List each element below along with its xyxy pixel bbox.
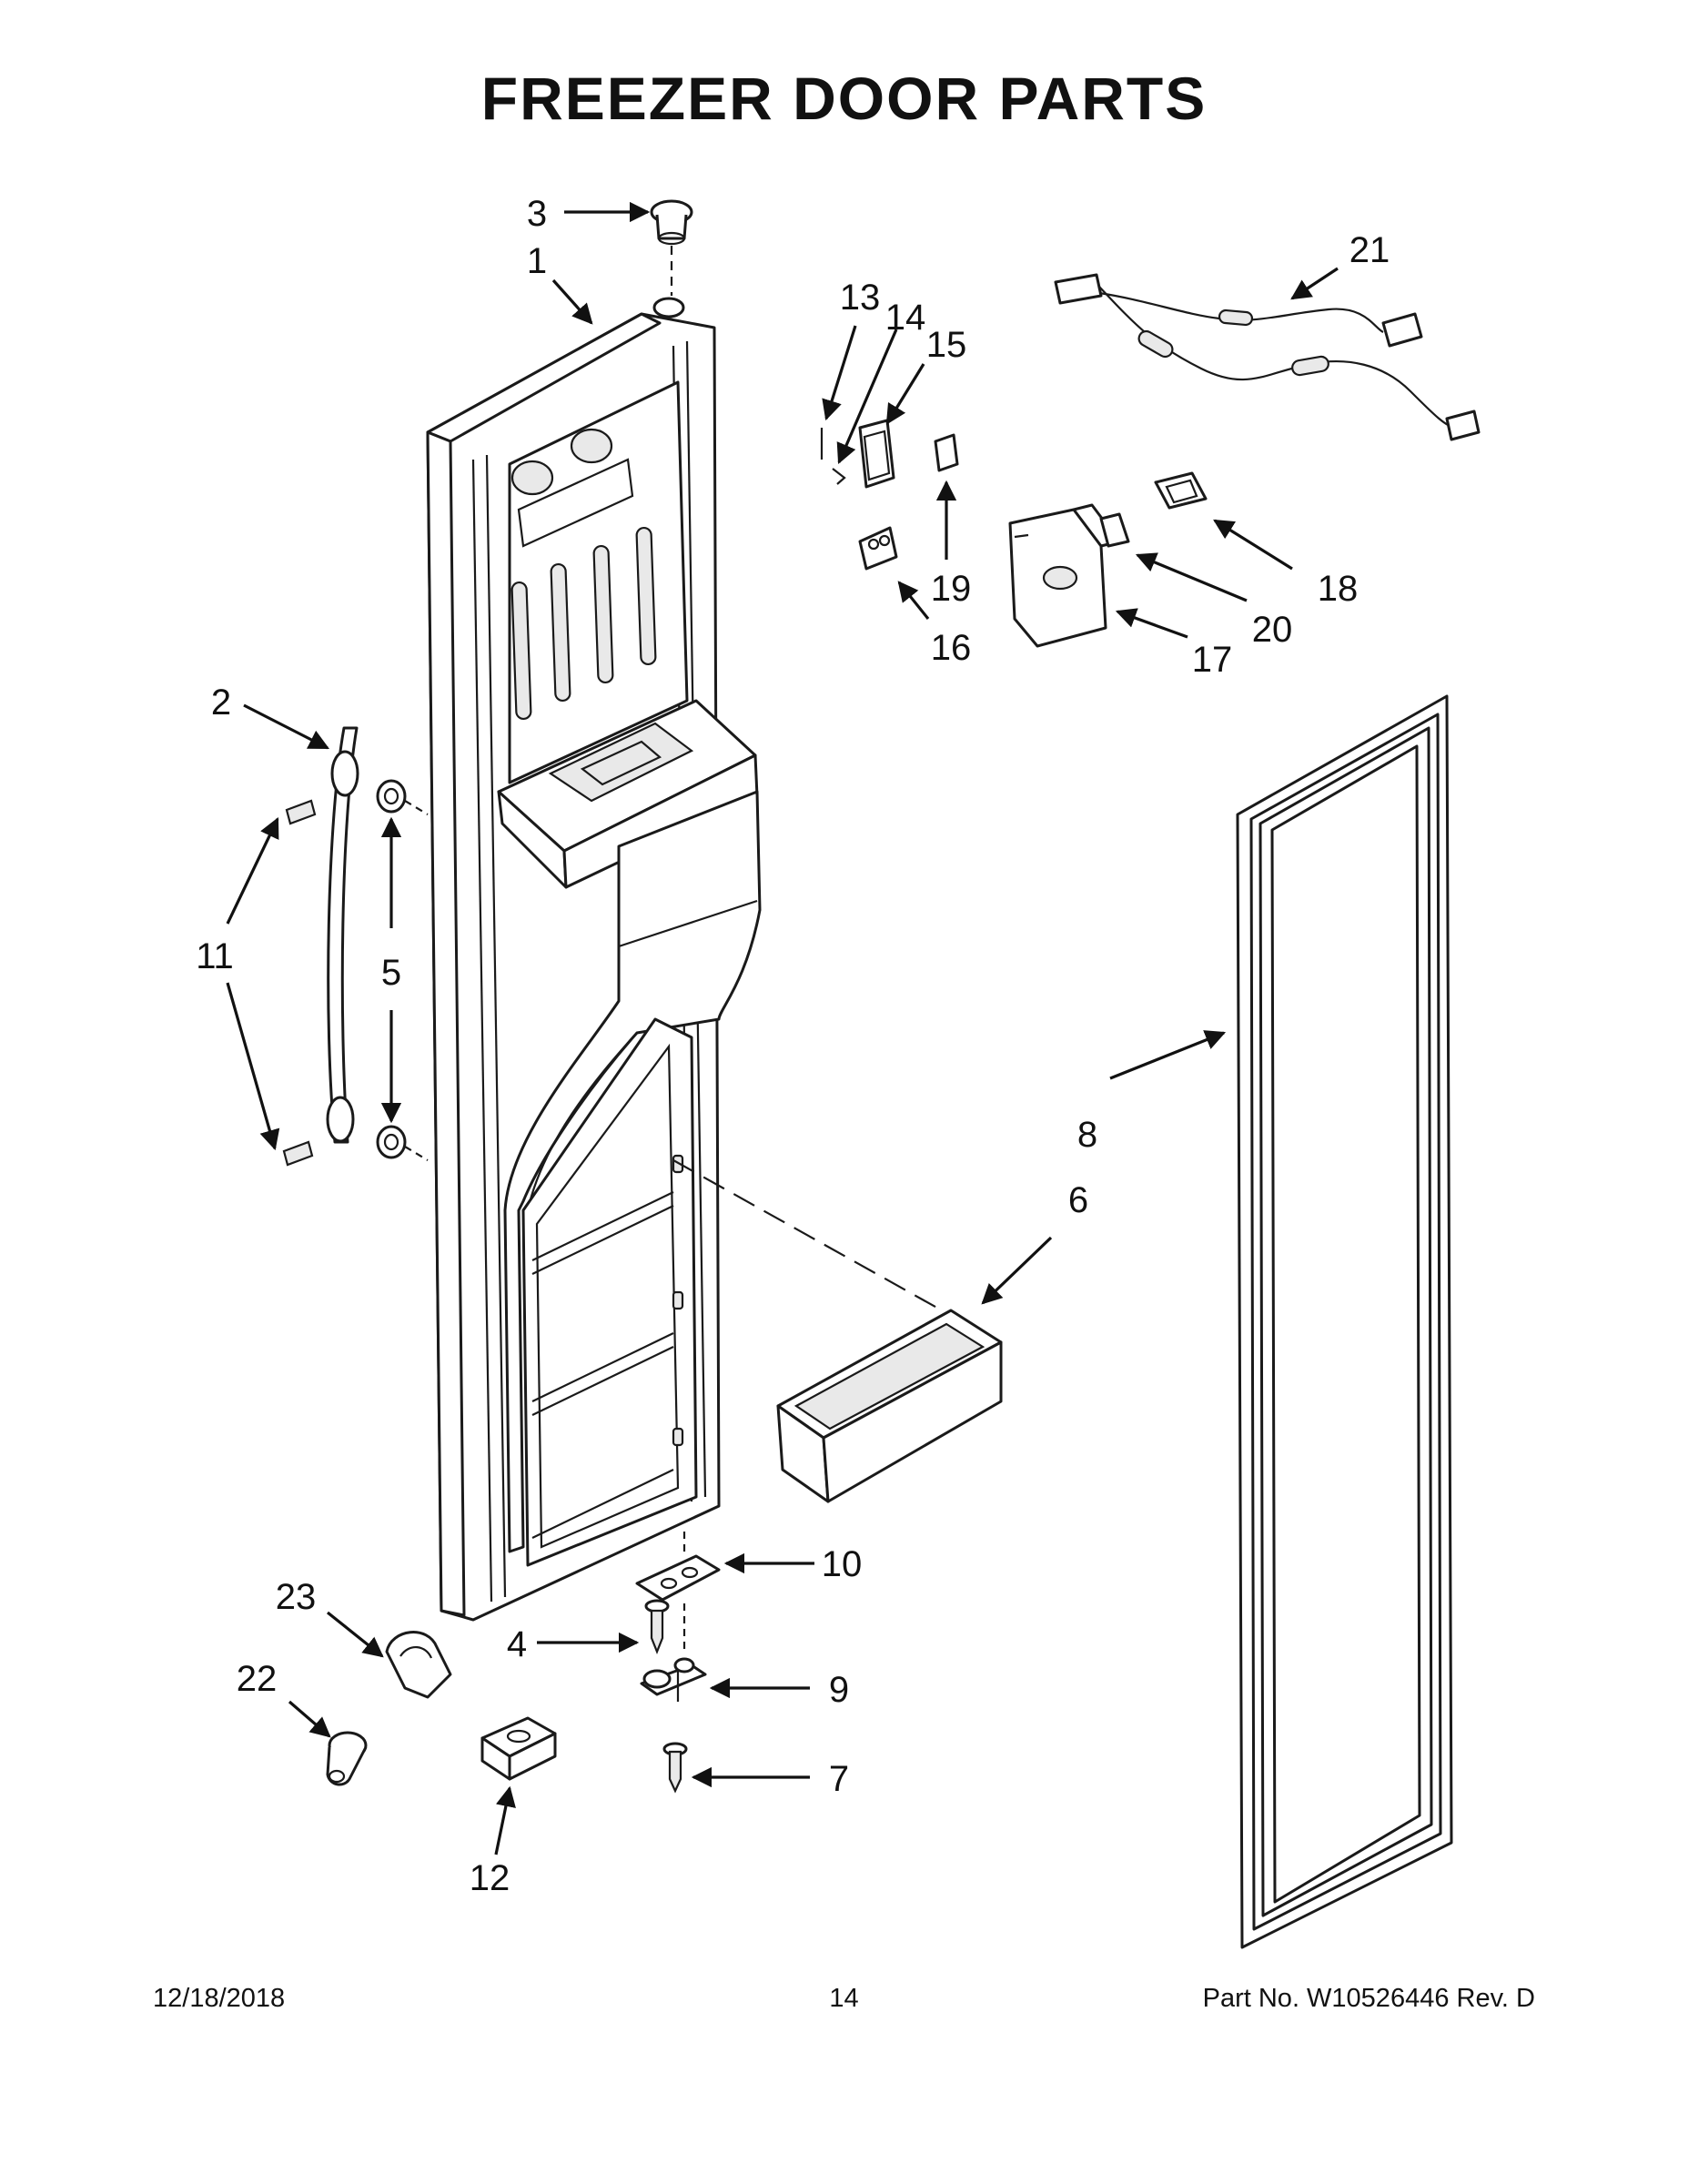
callout-label: 9 <box>829 1670 849 1710</box>
hinge-bushing-part <box>650 199 693 296</box>
callout-label: 16 <box>931 628 972 668</box>
callout-label: 10 <box>822 1544 863 1584</box>
door-cam-part <box>326 1731 368 1786</box>
callout-label: 23 <box>276 1577 317 1617</box>
leader-17 <box>1115 608 1188 639</box>
door-handle-part <box>326 726 359 1144</box>
callout-label: 5 <box>381 953 401 993</box>
leader-15 <box>885 363 925 425</box>
callout-label: 3 <box>527 194 547 234</box>
freezer-door-part <box>426 297 762 1622</box>
callout-label: 8 <box>1077 1115 1097 1155</box>
callout-label: 17 <box>1192 640 1233 680</box>
callout-label: 7 <box>829 1759 849 1799</box>
callout-label: 12 <box>470 1858 510 1898</box>
leader-21 <box>1290 267 1339 300</box>
hinge-cover-part <box>480 1716 557 1781</box>
callout-label: 15 <box>926 325 967 365</box>
hinge-plate-part <box>635 1529 721 1652</box>
callout-label: 21 <box>1349 230 1390 270</box>
leader-14 <box>836 329 898 465</box>
leader-22 <box>288 1700 331 1738</box>
callout-labels: 3 1 2 11 5 13 14 15 19 16 21 18 20 17 8 … <box>196 194 1390 1898</box>
callout-label: 1 <box>527 241 547 281</box>
footer-page-number: 14 <box>829 1984 859 2013</box>
callout-label: 19 <box>931 569 972 609</box>
callout-label: 22 <box>237 1659 278 1699</box>
leader-16 <box>897 581 930 620</box>
hinge-screw-bottom-part <box>662 1742 688 1794</box>
dispenser-module-part <box>1008 503 1130 648</box>
leader-12 <box>494 1785 516 1855</box>
handle-spacer-part <box>376 779 429 1161</box>
closure-clip-part <box>385 1631 452 1699</box>
callout-label: 11 <box>196 936 234 976</box>
leader-lines <box>226 201 1339 1855</box>
dispenser-switch-part <box>1154 471 1208 510</box>
leader-13 <box>822 325 857 421</box>
callout-label: 6 <box>1068 1180 1088 1220</box>
leader-2 <box>243 703 329 750</box>
callout-label: 2 <box>211 682 231 723</box>
leader-23 <box>327 1611 384 1658</box>
callout-label: 20 <box>1252 610 1293 650</box>
page-title: FREEZER DOOR PARTS <box>480 65 1208 132</box>
leader-20 <box>1135 552 1248 602</box>
leader-1 <box>551 278 593 325</box>
handle-screw-part <box>282 799 317 1167</box>
hinge-screw-top-part <box>644 1599 670 1654</box>
door-gasket-part <box>1236 694 1453 1949</box>
leader-11b <box>226 982 280 1151</box>
wire-harness-part <box>1054 273 1481 441</box>
leader-11a <box>226 816 279 925</box>
callout-label: 18 <box>1318 569 1359 609</box>
callout-label: 14 <box>885 298 926 338</box>
footer-date: 12/18/2018 <box>153 1984 286 2013</box>
callout-label: 13 <box>840 278 881 318</box>
footer-part-number: Part No. W10526446 Rev. D <box>1202 1984 1535 2013</box>
small-dispenser-parts <box>820 419 959 571</box>
callout-label: 4 <box>507 1624 527 1664</box>
door-bin-part <box>672 1159 1003 1503</box>
leader-6 <box>981 1236 1053 1305</box>
lower-hinge-part <box>640 1657 707 1702</box>
leader-18 <box>1213 519 1293 571</box>
leader-8 <box>1109 1030 1227 1080</box>
